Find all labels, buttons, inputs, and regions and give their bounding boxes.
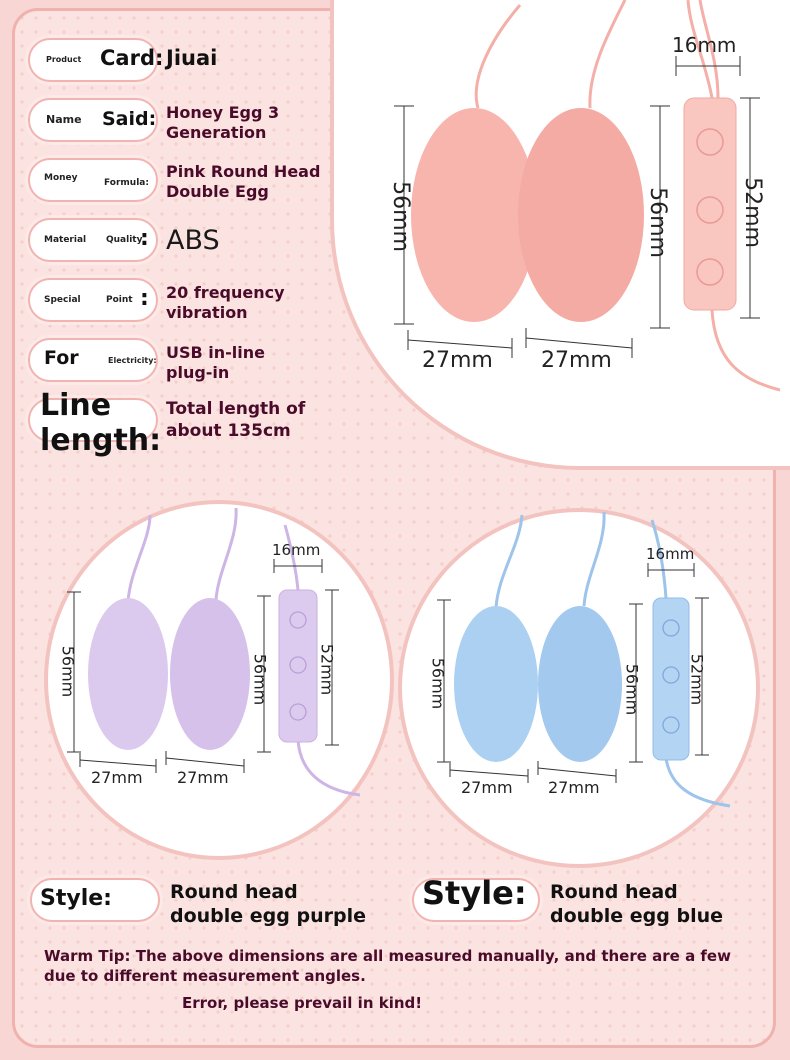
style-value-purple: Round head double egg purple	[170, 881, 366, 927]
spec-pill-material: Material Quality :	[28, 218, 158, 262]
purple-dim-egg-height-left: 56mm	[58, 645, 78, 698]
spec-label-b: Quality	[106, 235, 143, 245]
spec-pill-line-length	[28, 398, 158, 442]
spec-label-a: Product	[46, 55, 82, 64]
spec-label-a: Material	[44, 235, 87, 245]
spec-label-b: Point	[106, 295, 133, 305]
pink-remote-button-3	[696, 258, 724, 286]
style-pill-purple	[30, 878, 160, 922]
pink-egg-left	[411, 108, 537, 322]
spec-label-c: :	[140, 226, 149, 251]
blue-egg-right	[538, 606, 622, 762]
purple-dim-remote-height: 52mm	[317, 643, 337, 696]
pink-dim-egg-width-right: 27mm	[541, 348, 612, 373]
blue-dim-egg-width-right: 27mm	[548, 778, 600, 797]
spec-value-name: Honey Egg 3 Generation	[166, 103, 280, 142]
purple-remote	[278, 589, 318, 743]
spec-value-line-length: Total length of about 135cm	[166, 399, 306, 441]
spec-label-b: Electricity:	[108, 356, 157, 365]
spec-pill-special: Special Point :	[28, 278, 158, 322]
spec-label-a: Money	[44, 173, 78, 183]
blue-remote	[652, 597, 690, 761]
spec-value-special: 20 frequency vibration	[166, 283, 285, 322]
pink-dim-egg-width-left: 27mm	[422, 348, 493, 373]
spec-value-power: USB in-line plug-in	[166, 343, 266, 382]
pink-cable-left	[474, 4, 522, 109]
pink-cable-bottom	[710, 309, 781, 392]
style-label-purple: Style:	[40, 886, 112, 911]
spec-label-c: :	[140, 286, 149, 311]
spec-pill-money: Money Formula:	[28, 158, 158, 202]
purple-product	[67, 507, 361, 797]
purple-dim-egg-width-left: 27mm	[91, 768, 143, 787]
pink-cable-right	[588, 0, 627, 109]
blue-dim-cable-width: 16mm	[646, 545, 695, 563]
spec-value-product: Jiuai	[166, 46, 218, 70]
spec-label-b: Card:	[100, 46, 164, 70]
purple-dim-egg-height-right: 56mm	[250, 653, 270, 706]
pink-dim-line-w-right	[525, 337, 633, 349]
purple-dim-egg-width-right: 27mm	[177, 768, 229, 787]
warm-tip-error: Error, please prevail in kind!	[182, 994, 423, 1012]
pink-remote-button-2	[696, 196, 724, 224]
blue-dim-egg-width-left: 27mm	[461, 778, 513, 797]
purple-dim-cable-width: 16mm	[272, 541, 321, 559]
spec-label-b: Said:	[102, 108, 157, 130]
spec-label-a: Name	[46, 113, 82, 126]
pink-cable-top	[686, 0, 714, 99]
spec-value-material: ABS	[166, 225, 220, 256]
blue-dim-egg-height-left: 56mm	[428, 657, 448, 710]
blue-egg-left	[454, 606, 538, 762]
style-value-blue: Round head double egg blue	[550, 881, 724, 927]
pink-remote-button-1	[696, 128, 724, 156]
style-pill-blue	[412, 878, 540, 922]
spec-label-a: For	[44, 347, 79, 369]
warm-tip: Warm Tip: The above dimensions are all m…	[44, 947, 731, 985]
spec-value-money: Pink Round Head Double Egg	[166, 162, 321, 201]
spec-pill-product: Product Card:	[28, 38, 163, 82]
spec-label-b: Formula:	[104, 178, 149, 188]
pink-dim-line-w-left	[407, 339, 513, 349]
style-label-blue: Style:	[422, 874, 527, 912]
spec-label-line-length: Line length:	[40, 388, 162, 458]
blue-dim-egg-height-right: 56mm	[622, 663, 642, 716]
spec-pill-power: For Electricity:	[28, 338, 158, 382]
blue-product	[437, 511, 731, 808]
purple-egg-right	[170, 598, 250, 750]
purple-egg-left	[88, 598, 168, 750]
spec-pill-name: Name Said:	[28, 98, 158, 142]
pink-dim-cable-width: 16mm	[672, 33, 737, 57]
pink-egg-right	[518, 108, 644, 322]
pink-cable-top-2	[698, 0, 720, 99]
pink-product	[394, 0, 781, 392]
spec-label-a: Special	[44, 295, 81, 305]
pink-remote	[683, 97, 737, 311]
blue-dim-remote-height: 52mm	[687, 653, 707, 706]
